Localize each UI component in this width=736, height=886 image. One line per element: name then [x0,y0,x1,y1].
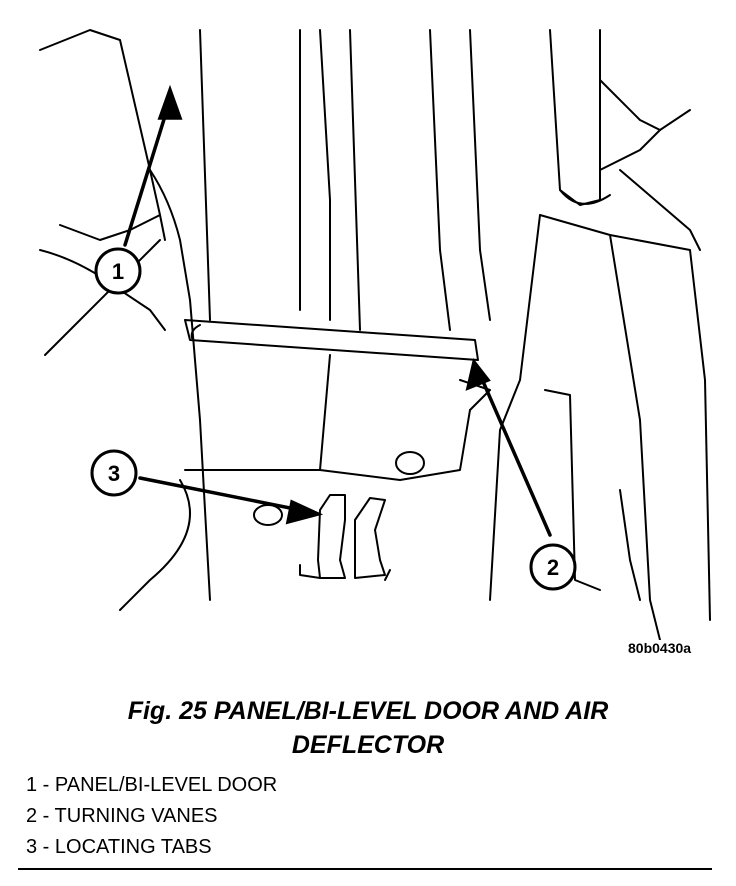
figure-code: 80b0430a [628,640,692,656]
arrow-head-1 [157,84,183,120]
arrow-head-2 [465,358,491,391]
legend-item: 1 - PANEL/BI-LEVEL DOOR [26,774,278,796]
callout-2: 2 [529,543,577,591]
bottom-divider [18,868,712,870]
panel-bi-level-door-illustration: 1 2 3 [39,29,711,640]
svg-text:2: 2 [547,555,559,580]
figure-caption: Fig. 25 PANEL/BI-LEVEL DOOR AND AIR DEFL… [40,694,696,762]
caption-line-1: Fig. 25 PANEL/BI-LEVEL DOOR AND AIR [127,697,609,725]
callout-1: 1 [94,247,142,295]
legend-item: 3 - LOCATING TABS [26,836,212,858]
callout-3: 3 [90,449,138,497]
legend-list: 1 - PANEL/BI-LEVEL DOOR 2 - TURNING VANE… [26,770,277,863]
arrow-head-3 [285,499,324,525]
svg-text:1: 1 [112,259,124,284]
legend-item: 2 - TURNING VANES [26,805,218,827]
svg-text:3: 3 [108,461,120,486]
caption-line-2: DEFLECTOR [291,731,445,759]
